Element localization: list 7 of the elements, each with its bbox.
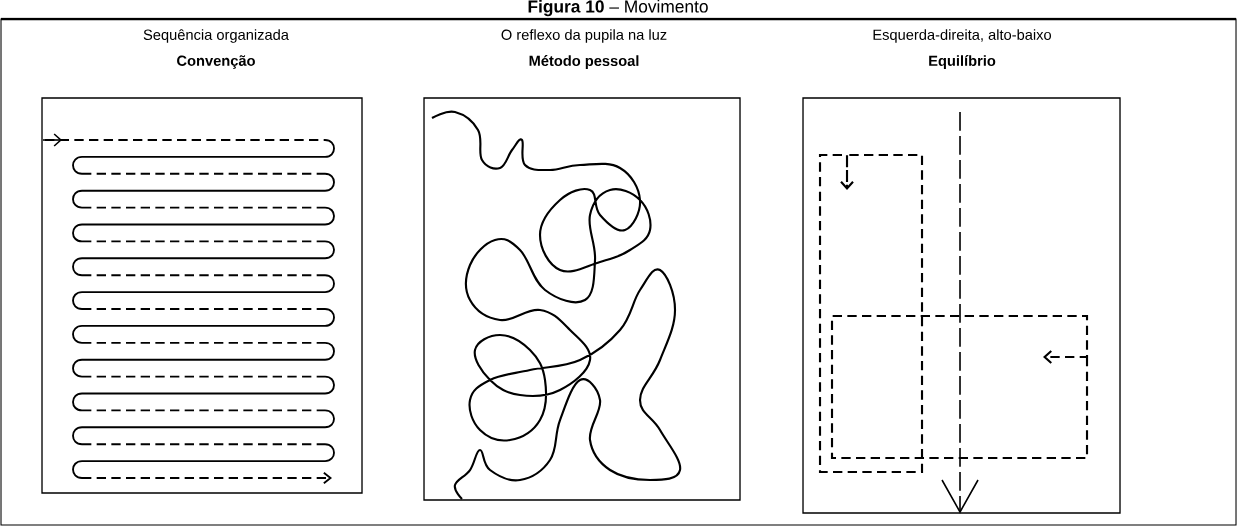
figure-title: Figura 10 – Movimento — [528, 0, 708, 17]
panel-heading: Método pessoal — [529, 55, 639, 69]
panel-heading: Convenção — [177, 55, 255, 69]
panel-caption: Sequência organizada — [143, 29, 289, 43]
panel-heading: Equilíbrio — [929, 55, 996, 69]
panel-caption: Esquerda-direita, alto-baixo — [873, 29, 1051, 43]
panel-caption: O reflexo da pupila na luz — [501, 29, 667, 43]
